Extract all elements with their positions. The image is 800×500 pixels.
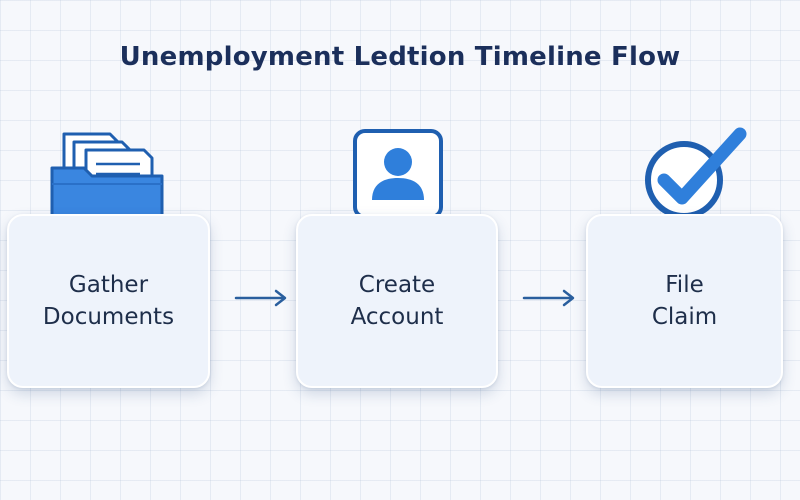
checkmark-icon [645,127,747,219]
step-label: File Claim [652,269,717,333]
step-label-line: Documents [42,304,175,330]
step-card-gather-documents: Gather Documents [7,214,210,388]
step-label-line: Gather [68,272,149,298]
diagram-title: Unemployment Ledtion Timeline Flow [119,42,681,72]
arrow-right-icon [522,289,575,307]
step-label: Gather Documents [43,269,174,333]
step-label-line: Claim [651,304,718,330]
step-card-create-account: Create Account [296,214,498,388]
user-icon [353,129,443,219]
step-label: Create Account [351,269,444,333]
step-card-file-claim: File Claim [586,214,783,388]
step-label-line: Account [350,304,444,330]
arrow-right-icon [234,289,287,307]
step-label-line: Create [358,272,436,298]
step-label-line: File [665,272,704,298]
